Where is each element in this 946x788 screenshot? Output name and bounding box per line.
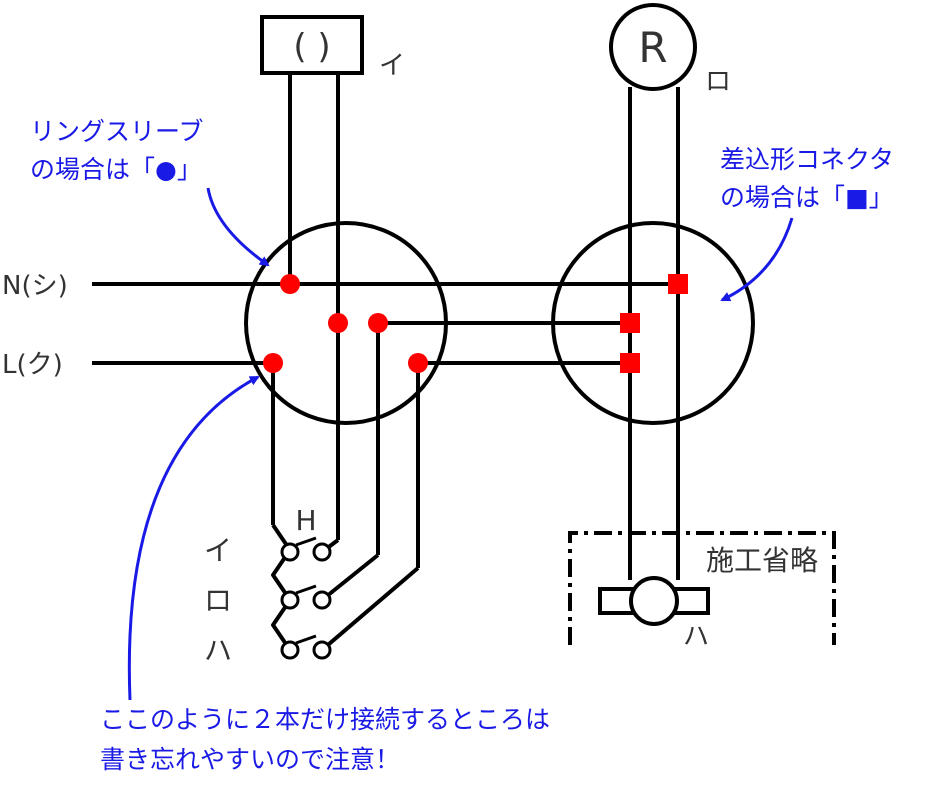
fixture-ro-label: ロ [705, 67, 731, 97]
sleeve-point-traveler [368, 313, 388, 333]
note-ring-sleeve-line1: リングスリーブ [30, 117, 204, 146]
fixture-ro-symbol: R [638, 23, 667, 72]
outlet-circle [629, 576, 679, 626]
switch-i-contact-right [312, 542, 332, 562]
arrow-ring-sleeve [206, 187, 270, 267]
push-connector-points [620, 274, 688, 373]
switch-row-ha: ハ [204, 634, 232, 667]
wire-switch-ha-out [320, 566, 420, 652]
switch-ha-contact-left [280, 640, 300, 660]
fixture-i-symbol: ( ) [293, 27, 330, 67]
wires [92, 73, 680, 652]
switch-row-i: イ [204, 534, 232, 567]
fixture-ro-circle [609, 3, 697, 91]
connector-point-traveler [620, 313, 640, 333]
connector-point-live [620, 353, 640, 373]
sleeve-point-live [263, 353, 283, 373]
note-caution-line1: ここのように２本だけ接続するところは [100, 705, 550, 734]
ring-sleeve-points [263, 274, 428, 373]
arrow-push-connector [720, 217, 794, 302]
switch-i-blade [295, 536, 317, 547]
switch-header: H [295, 504, 316, 537]
note-push-connector-line2: の場合は「■」 [720, 183, 894, 212]
supply-live-label: L(ク) [2, 350, 63, 380]
fixture-i-label: イ [379, 51, 405, 81]
wire-switch-ro-out [320, 553, 380, 602]
sleeve-point-live-bridge [408, 353, 428, 373]
sleeve-point-neutral [280, 274, 300, 294]
note-push-connector-line1: 差込形コネクタ [720, 145, 894, 174]
connector-point-neutral [668, 274, 688, 294]
switch-ro-contact-left [280, 590, 300, 610]
switch-ro-contact-right [312, 590, 332, 610]
note-caution-line2: 書き忘れやすいので注意！ [100, 745, 400, 774]
note-ring-sleeve-line2: の場合は「●」 [30, 155, 202, 184]
omitted-box-label: 施工省略 [706, 544, 818, 577]
note-arrows [127, 187, 794, 701]
switch-ro-blade [295, 584, 317, 595]
switch-i-contact-left [280, 542, 300, 562]
outlet-label: ハ [683, 622, 709, 652]
sleeve-point-fixture-i [328, 313, 348, 333]
supply-neutral-label: N(シ) [2, 271, 68, 301]
arrow-caution [127, 375, 260, 701]
switch-ha-blade [295, 634, 317, 645]
fixture-i-box [260, 15, 364, 75]
omitted-box-outline [568, 531, 836, 645]
switch-contacts [280, 536, 332, 660]
switch-row-ro: ロ [204, 584, 232, 617]
switch-ha-contact-right [312, 640, 332, 660]
